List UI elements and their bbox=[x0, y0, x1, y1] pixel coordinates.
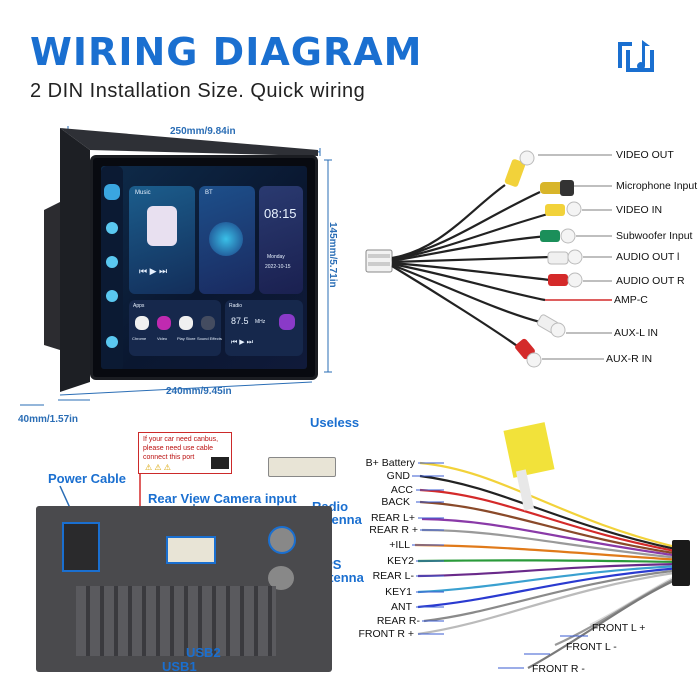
harness-label-key1: KEY1 bbox=[385, 586, 412, 598]
music-widget[interactable]: Music ⏮ ▶ ⏭ bbox=[129, 186, 195, 294]
warning-icon: ⚠ ⚠ ⚠ bbox=[145, 463, 171, 472]
radio-label: Radio bbox=[229, 303, 243, 309]
chrome-icon[interactable] bbox=[135, 316, 149, 330]
settings-icon[interactable] bbox=[106, 290, 118, 302]
radio-wave-icon bbox=[279, 314, 295, 330]
camera-port bbox=[166, 536, 216, 564]
radio-controls-icon[interactable]: ⏮ ▶ ⏭ bbox=[231, 339, 253, 346]
rca-label-audio-out-l: AUDIO OUT l bbox=[616, 251, 680, 263]
harness-label-rear-r-plus: REAR R + bbox=[369, 524, 418, 536]
useless-connector bbox=[268, 457, 336, 477]
rca-label-audio-out-r: AUDIO OUT R bbox=[616, 275, 685, 287]
bluetooth-icon bbox=[209, 222, 243, 256]
usb1-label: USB1 bbox=[162, 659, 197, 674]
canbus-note-line1: If your car need canbus, bbox=[143, 436, 219, 443]
sound-effects-icon[interactable] bbox=[201, 316, 215, 330]
clock-day: Monday bbox=[267, 254, 285, 260]
rca-label-video-in: VIDEO IN bbox=[616, 204, 663, 216]
dimension-width-top: 250mm/9.84in bbox=[170, 126, 236, 137]
radio-antenna-port bbox=[268, 526, 296, 554]
app-label-video: Video bbox=[157, 336, 168, 341]
harness-label-front-l-minus: FRONT L - bbox=[566, 641, 617, 653]
android-home-screen: Music ⏮ ▶ ⏭ BT 08:15 Monday 2022-10-15 A… bbox=[101, 166, 307, 369]
apps-label: Apps bbox=[133, 303, 145, 309]
harness-label-rear-l-minus: REAR L- bbox=[372, 570, 414, 582]
rca-label-aux-l-in: AUX-L IN bbox=[614, 327, 658, 339]
radio-widget[interactable]: Radio 87.5 MHz ⏮ ▶ ⏭ bbox=[225, 300, 303, 356]
canbus-note-line3: connect this port bbox=[143, 454, 195, 461]
harness-label-b-battery: B+ Battery bbox=[365, 457, 415, 469]
dimension-width-bottom: 240mm/9.45in bbox=[166, 386, 232, 397]
clock-time: 08:15 bbox=[264, 206, 297, 221]
navigation-icon[interactable] bbox=[106, 336, 118, 348]
rca-label-amp-c: AMP-C bbox=[614, 294, 648, 306]
dimension-height: 145mm/5.71in bbox=[327, 222, 338, 288]
rca-label-subwoofer-input: Subwoofer Input bbox=[616, 230, 693, 242]
app-label-sound-effects: Sound Effects bbox=[197, 336, 222, 341]
album-art bbox=[147, 206, 177, 246]
harness-label-ant: ANT bbox=[391, 601, 412, 613]
rca-label-video-out: VIDEO OUT bbox=[616, 149, 674, 161]
music-label: Music bbox=[135, 190, 151, 196]
harness-label-ill: +ILL bbox=[389, 539, 410, 551]
canbus-note-line2: please need use cable bbox=[143, 445, 214, 452]
harness-label-front-r-plus: FRONT R + bbox=[358, 628, 414, 640]
clock-widget: 08:15 Monday 2022-10-15 bbox=[259, 186, 303, 294]
canbus-note: If your car need canbus, please need use… bbox=[138, 432, 232, 474]
play-store-icon[interactable] bbox=[179, 316, 193, 330]
harness-label-key2: KEY2 bbox=[387, 555, 414, 567]
apps-icon[interactable] bbox=[106, 222, 118, 234]
video-icon[interactable] bbox=[157, 316, 171, 330]
app-label-play-store: Play Store bbox=[177, 336, 196, 341]
apps-widget: Apps Chrome Video Play Store Sound Effec… bbox=[129, 300, 222, 356]
rear-camera-label: Rear View Camera input bbox=[148, 491, 297, 506]
power-port bbox=[62, 522, 100, 572]
page-title: WIRING DIAGRAM bbox=[30, 30, 423, 74]
canbus-port-icon bbox=[211, 457, 229, 469]
radio-unit: MHz bbox=[255, 319, 266, 325]
harness-label-front-r-minus: FRONT R - bbox=[532, 663, 585, 675]
phone-icon[interactable] bbox=[106, 256, 118, 268]
harness-label-rear-l-plus: REAR L+ bbox=[370, 512, 415, 524]
head-unit-display: Music ⏮ ▶ ⏭ BT 08:15 Monday 2022-10-15 A… bbox=[90, 155, 318, 380]
clock-date: 2022-10-15 bbox=[265, 264, 291, 270]
heatsink-fins bbox=[76, 586, 276, 656]
power-cable-label: Power Cable bbox=[48, 471, 127, 486]
harness-label-back: BACK bbox=[381, 496, 410, 508]
harness-label-gnd: GND bbox=[386, 470, 410, 482]
radio-frequency: 87.5 bbox=[231, 316, 249, 326]
playback-controls-icon[interactable]: ⏮ ▶ ⏭ bbox=[139, 266, 168, 276]
usb2-label: USB2 bbox=[186, 645, 221, 660]
rca-label-aux-r-in: AUX-R IN bbox=[606, 353, 653, 365]
bt-label: BT bbox=[205, 190, 213, 196]
brand-logo-icon bbox=[618, 40, 654, 72]
page-subtitle: 2 DIN Installation Size. Quick wiring bbox=[30, 80, 366, 102]
harness-label-front-l-plus: FRONT L + bbox=[592, 622, 646, 634]
app-label-chrome: Chrome bbox=[132, 336, 147, 341]
rca-label-microphone-input: Microphone Input bbox=[616, 180, 698, 192]
dimension-depth: 40mm/1.57in bbox=[18, 414, 79, 425]
rear-panel bbox=[36, 506, 332, 672]
home-icon[interactable] bbox=[104, 184, 120, 200]
bt-widget[interactable]: BT bbox=[199, 186, 255, 294]
harness-label-acc: ACC bbox=[390, 484, 413, 496]
harness-label-rear-r-minus: REAR R- bbox=[376, 615, 420, 627]
useless-label: Useless bbox=[310, 415, 360, 430]
